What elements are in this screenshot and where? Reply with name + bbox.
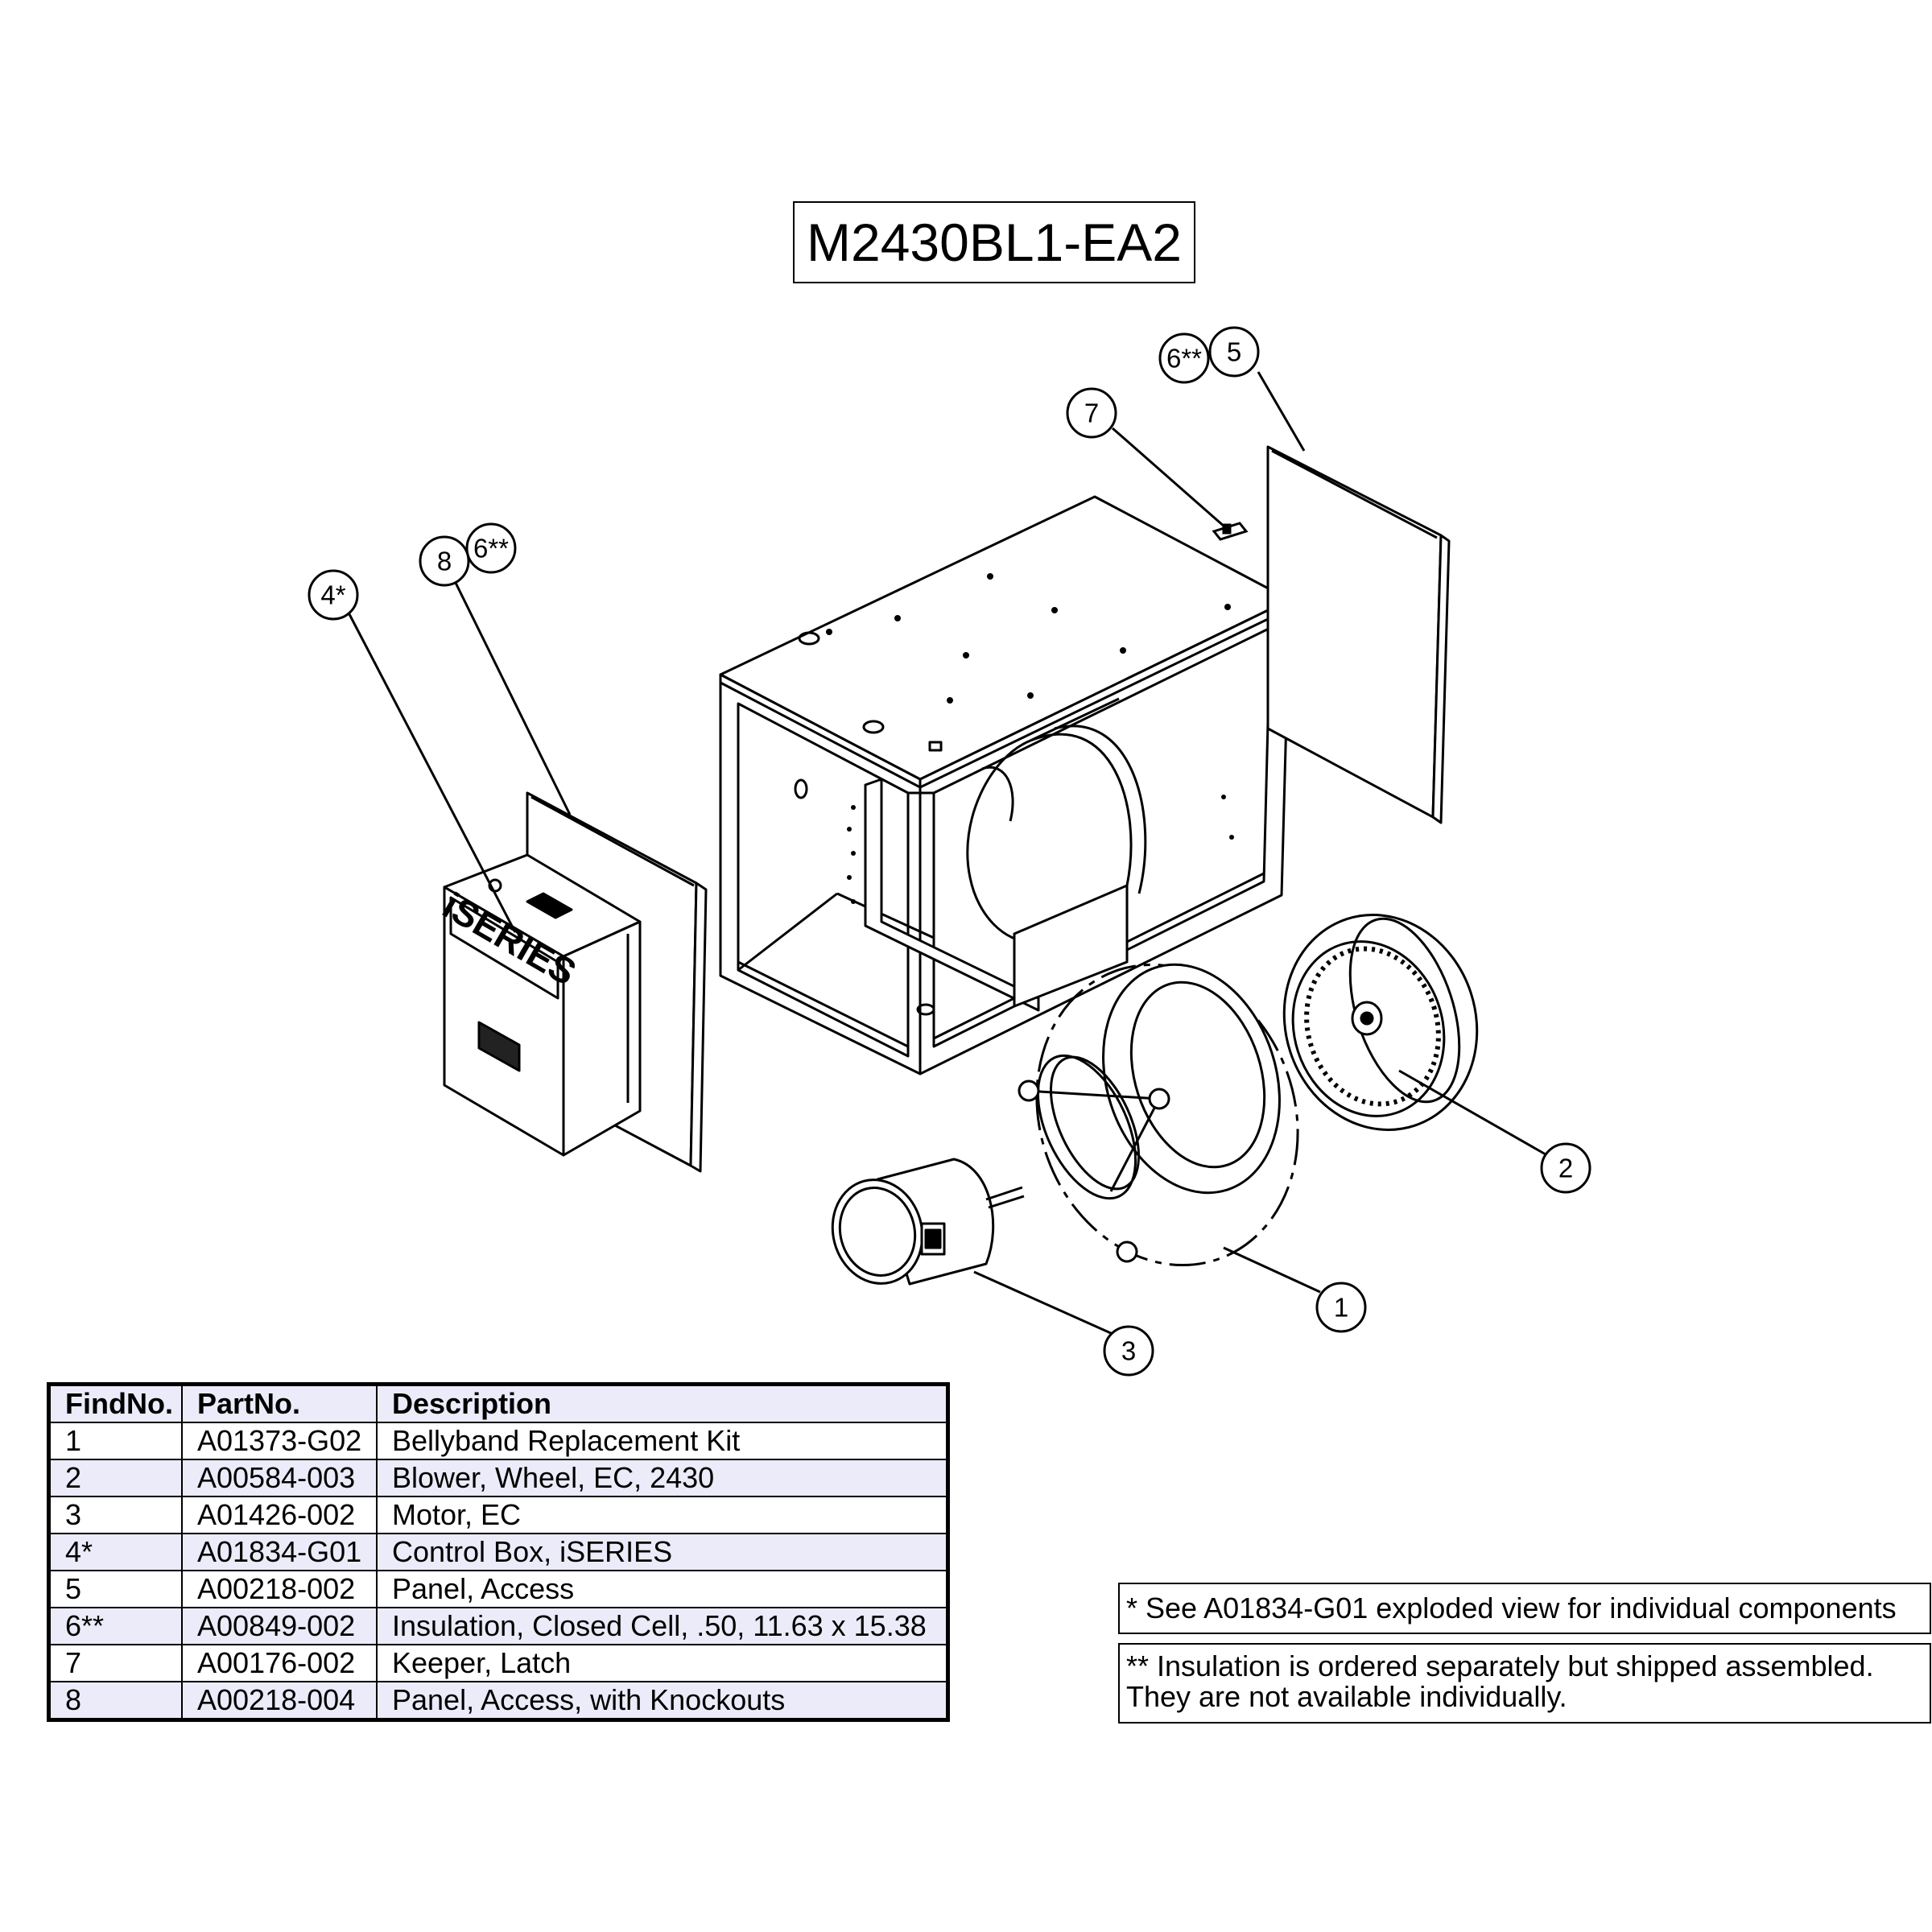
- bellyband-kit-1: [1018, 963, 1299, 1267]
- cell-partno: A01426-002: [181, 1496, 378, 1534]
- table-row: 4* A01834-G01 Control Box, iSERIES: [49, 1533, 947, 1571]
- callout-8: 8: [419, 535, 470, 587]
- cell-description: Keeper, Latch: [376, 1644, 947, 1682]
- cell-findno: 4*: [49, 1533, 183, 1571]
- callout-7: 7: [1066, 387, 1117, 439]
- ec-motor-3: [831, 1158, 1025, 1286]
- svg-text:1: 1: [1334, 1293, 1348, 1323]
- svg-text:3: 3: [1121, 1336, 1136, 1366]
- column-header-partno: PartNo.: [181, 1385, 378, 1423]
- control-box-4: [443, 853, 642, 1157]
- cell-description: Panel, Access: [376, 1570, 947, 1608]
- cell-partno: A00849-002: [181, 1607, 378, 1645]
- table-row: 3 A01426-002 Motor, EC: [49, 1496, 947, 1534]
- cell-findno: 2: [49, 1459, 183, 1497]
- cell-description: Bellyband Replacement Kit: [376, 1422, 947, 1460]
- cell-partno: A00218-002: [181, 1570, 378, 1608]
- svg-text:6**: 6**: [1166, 344, 1202, 374]
- cell-partno: A01373-G02: [181, 1422, 378, 1460]
- latch-keeper-7: [1212, 522, 1249, 541]
- callout-6-top: 6**: [1158, 332, 1210, 384]
- cell-findno: 1: [49, 1422, 183, 1460]
- cell-partno: A00218-004: [181, 1681, 378, 1719]
- table-row: 2 A00584-003 Blower, Wheel, EC, 2430: [49, 1459, 947, 1497]
- cabinet-housing: [719, 495, 1291, 1075]
- cell-partno: A00584-003: [181, 1459, 378, 1497]
- footnote-double-asterisk: ** Insulation is ordered separately but …: [1118, 1643, 1931, 1724]
- table-header-row: FindNo. PartNo. Description: [49, 1385, 947, 1423]
- footnote-single-asterisk: * See A01834-G01 exploded view for indiv…: [1118, 1583, 1931, 1634]
- table-row: 8 A00218-004 Panel, Access, with Knockou…: [49, 1681, 947, 1719]
- cell-findno: 5: [49, 1570, 183, 1608]
- blower-wheel-2: [1282, 914, 1479, 1131]
- cell-findno: 3: [49, 1496, 183, 1534]
- table-row: 7 A00176-002 Keeper, Latch: [49, 1644, 947, 1682]
- cell-description: Motor, EC: [376, 1496, 947, 1534]
- table-row: 1 A01373-G02 Bellyband Replacement Kit: [49, 1422, 947, 1460]
- svg-text:6**: 6**: [473, 534, 509, 564]
- cell-description: Control Box, iSERIES: [376, 1533, 947, 1571]
- cell-findno: 8: [49, 1681, 183, 1719]
- parts-list-table: FindNo. PartNo. Description 1 A01373-G02…: [47, 1382, 950, 1722]
- cell-description: Panel, Access, with Knockouts: [376, 1681, 947, 1719]
- callout-5: 5: [1208, 326, 1260, 378]
- callout-1: 1: [1315, 1282, 1367, 1333]
- column-header-description: Description: [376, 1385, 947, 1423]
- svg-text:8: 8: [437, 547, 452, 576]
- cell-partno: A01834-G01: [181, 1533, 378, 1571]
- callout-3: 3: [1103, 1325, 1154, 1377]
- footnote-double-asterisk-line2: They are not available individually.: [1126, 1680, 1567, 1713]
- access-panel-5: [1266, 445, 1451, 824]
- model-number-title: M2430BL1-EA2: [793, 201, 1195, 283]
- leader-lines: [348, 371, 1546, 1335]
- svg-text:2: 2: [1558, 1154, 1573, 1183]
- svg-text:4*: 4*: [320, 580, 345, 610]
- cell-description: Blower, Wheel, EC, 2430: [376, 1459, 947, 1497]
- column-header-findno: FindNo.: [49, 1385, 183, 1423]
- cabinet-fastener-dots: [826, 573, 1234, 904]
- callout-4: 4*: [308, 569, 359, 621]
- svg-text:5: 5: [1227, 337, 1241, 367]
- cell-partno: A00176-002: [181, 1644, 378, 1682]
- callout-6-left: 6**: [465, 522, 517, 574]
- callout-2: 2: [1540, 1142, 1591, 1194]
- table-row: 6** A00849-002 Insulation, Closed Cell, …: [49, 1607, 947, 1645]
- cell-findno: 7: [49, 1644, 183, 1682]
- svg-text:7: 7: [1084, 398, 1099, 428]
- cell-findno: 6**: [49, 1607, 183, 1645]
- footnote-double-asterisk-line1: ** Insulation is ordered separately but …: [1126, 1649, 1874, 1682]
- cell-description: Insulation, Closed Cell, .50, 11.63 x 15…: [376, 1607, 947, 1645]
- table-row: 5 A00218-002 Panel, Access: [49, 1570, 947, 1608]
